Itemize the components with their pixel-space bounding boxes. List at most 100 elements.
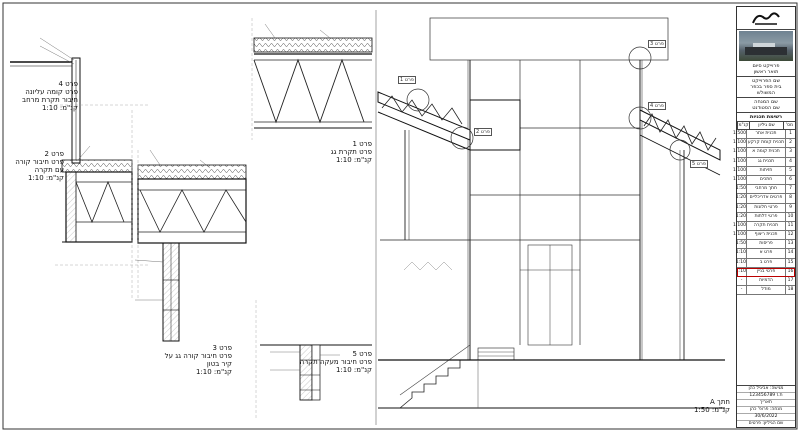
sheet-name: תכנית קומת קרקע [747,140,785,146]
sheet-name: פרטי חלונות [754,204,778,210]
sheet-scale: 1:10 [736,267,747,276]
sheet-number: 16 [785,267,795,276]
sheet-scale: 1:10 [736,258,747,267]
student-line: שם הסטודנט [752,105,780,111]
sheet-name: תכנית ריצוף [754,232,778,238]
detail-4-scale: קנ"מ: 1:10 [41,104,78,112]
sheet-name: תכנית תקרה [753,222,779,228]
advisor-line: שם המנחה [754,99,778,105]
sheet-list-row[interactable]: 9 פרטי חלונות 1:20 [736,203,795,213]
callout-circle-detail-4[interactable] [628,106,652,130]
sheet-scale: 1:50 [736,185,747,194]
sheet-number: 12 [785,231,795,240]
sheet-number: 8 [785,194,795,203]
sheet-list-row[interactable]: 15 פרט ב 1:10 [736,258,795,268]
detail-1-scale: קנ"מ: 1:10 [335,156,372,164]
detail-1-line-1: פרט תקרת גג [330,148,372,156]
detail-2-line-2: עם תקרה [34,166,64,174]
callout-circle-detail-2[interactable] [450,126,474,150]
footer-line-4: מנחה: פרופ' כהן [737,407,795,414]
sheet-list-row[interactable]: 12 תכנית ריצוף 1:100 [733,231,795,241]
sheet-name: פרטים אדריכליים [749,195,783,201]
detail-3-line-1: פרט חיבור קורה גג על [164,352,232,360]
sheet-number: 3 [785,148,795,157]
detail-5-drawing [255,300,372,420]
sheet-number: 11 [785,221,795,231]
sheet-name: פרטי בניין [756,268,776,274]
sheet-name: פרט ב [759,259,773,265]
sheet-scale: 1:20 [736,212,747,221]
detail-3-scale: קנ"מ: 1:10 [195,368,232,376]
detail-5-number: פרט 5 [352,350,372,358]
sheet-scale: 1:100 [733,139,747,148]
header-sheet-name: שם גיליון [749,122,783,129]
sheet-scale: 1:500 [733,130,747,139]
sheet-name: הדמיות [759,278,773,283]
sheet-name: תכנית אתר [755,131,777,136]
sheet-list-row[interactable]: 16 פרטי בניין 1:10 [736,267,795,277]
sheet-scale: 1:20 [736,203,747,212]
detail-4-number: פרט 4 [58,80,78,88]
project-name-line-2: בית ספר בכפר [750,84,782,90]
sheet-scale: 1:100 [733,157,747,166]
sheet-list-row[interactable]: 5 חזיתות 1:100 [733,166,795,176]
sheet-name: חזיתות [759,167,773,173]
sheet-list-header: מס' שם גיליון קנ"מ [737,122,795,130]
footer-line-5: 30/6/2022 [737,414,795,421]
sheet-number: 18 [785,286,795,295]
detail-1-title: פרט 1 פרט תקרת גג קנ"מ: 1:10 [296,140,372,164]
sheet-number: 9 [785,203,795,212]
logo-area [737,7,795,30]
section-a-number: חתך A [710,398,730,406]
project-rendering-image [739,31,793,61]
detail-5-scale: קנ"מ: 1:10 [335,366,372,374]
callout-tag-3[interactable]: פרט 3 [648,40,666,48]
sheet-list-title: רשימת תכניות [737,113,795,122]
project-line-2: תואר ראשון [753,69,779,75]
callout-tag-1[interactable]: פרט 1 [398,76,416,84]
callout-circle-detail-1[interactable] [406,88,430,112]
callout-tag-2[interactable]: פרט 2 [474,128,492,136]
footer-line-3: תאריך [737,400,795,407]
detail-5-title: פרט 5 פרט חיבור מעקה תקרה קנ"מ: 1:10 [272,350,372,374]
sheet-number: 6 [785,175,795,185]
section-a-drawing [377,17,725,409]
sheet-number: 13 [785,240,795,249]
sheet-name: פרטי דלתות [754,213,778,219]
title-block-footer: מגישה: אביגיל כהן ת.ז 123456789 תאריך מנ… [737,385,795,427]
sheet-scale: 1:100 [733,166,747,175]
sheet-scale: 1:100 [733,148,747,157]
sheet-number: 5 [785,166,795,175]
sheet-name: פרט א [759,250,773,256]
sheet-number: 4 [785,157,795,166]
callout-tag-4[interactable]: פרט 4 [648,102,666,110]
callout-circle-detail-5[interactable] [669,139,691,161]
detail-1-drawing [251,18,373,140]
detail-5-line-1: פרט חיבור מעקה תקרה [299,358,372,366]
sheet-number: 15 [785,258,795,267]
sheet-scale: 1:100 [733,175,747,185]
detail-2-number: פרט 2 [44,150,64,158]
callout-circle-detail-3[interactable] [628,46,652,70]
sheet-scale: 1:10 [736,249,747,258]
sheet-number: 7 [785,185,795,194]
sheet-scale: 1:100 [733,231,747,240]
project-info: פרוייקט סיום תואר ראשון [737,62,795,77]
detail-2-line-1: פרט חיבור קורה [15,158,64,166]
callout-tag-5[interactable]: פרט 5 [690,160,708,168]
sheet-scale: - [737,286,747,295]
